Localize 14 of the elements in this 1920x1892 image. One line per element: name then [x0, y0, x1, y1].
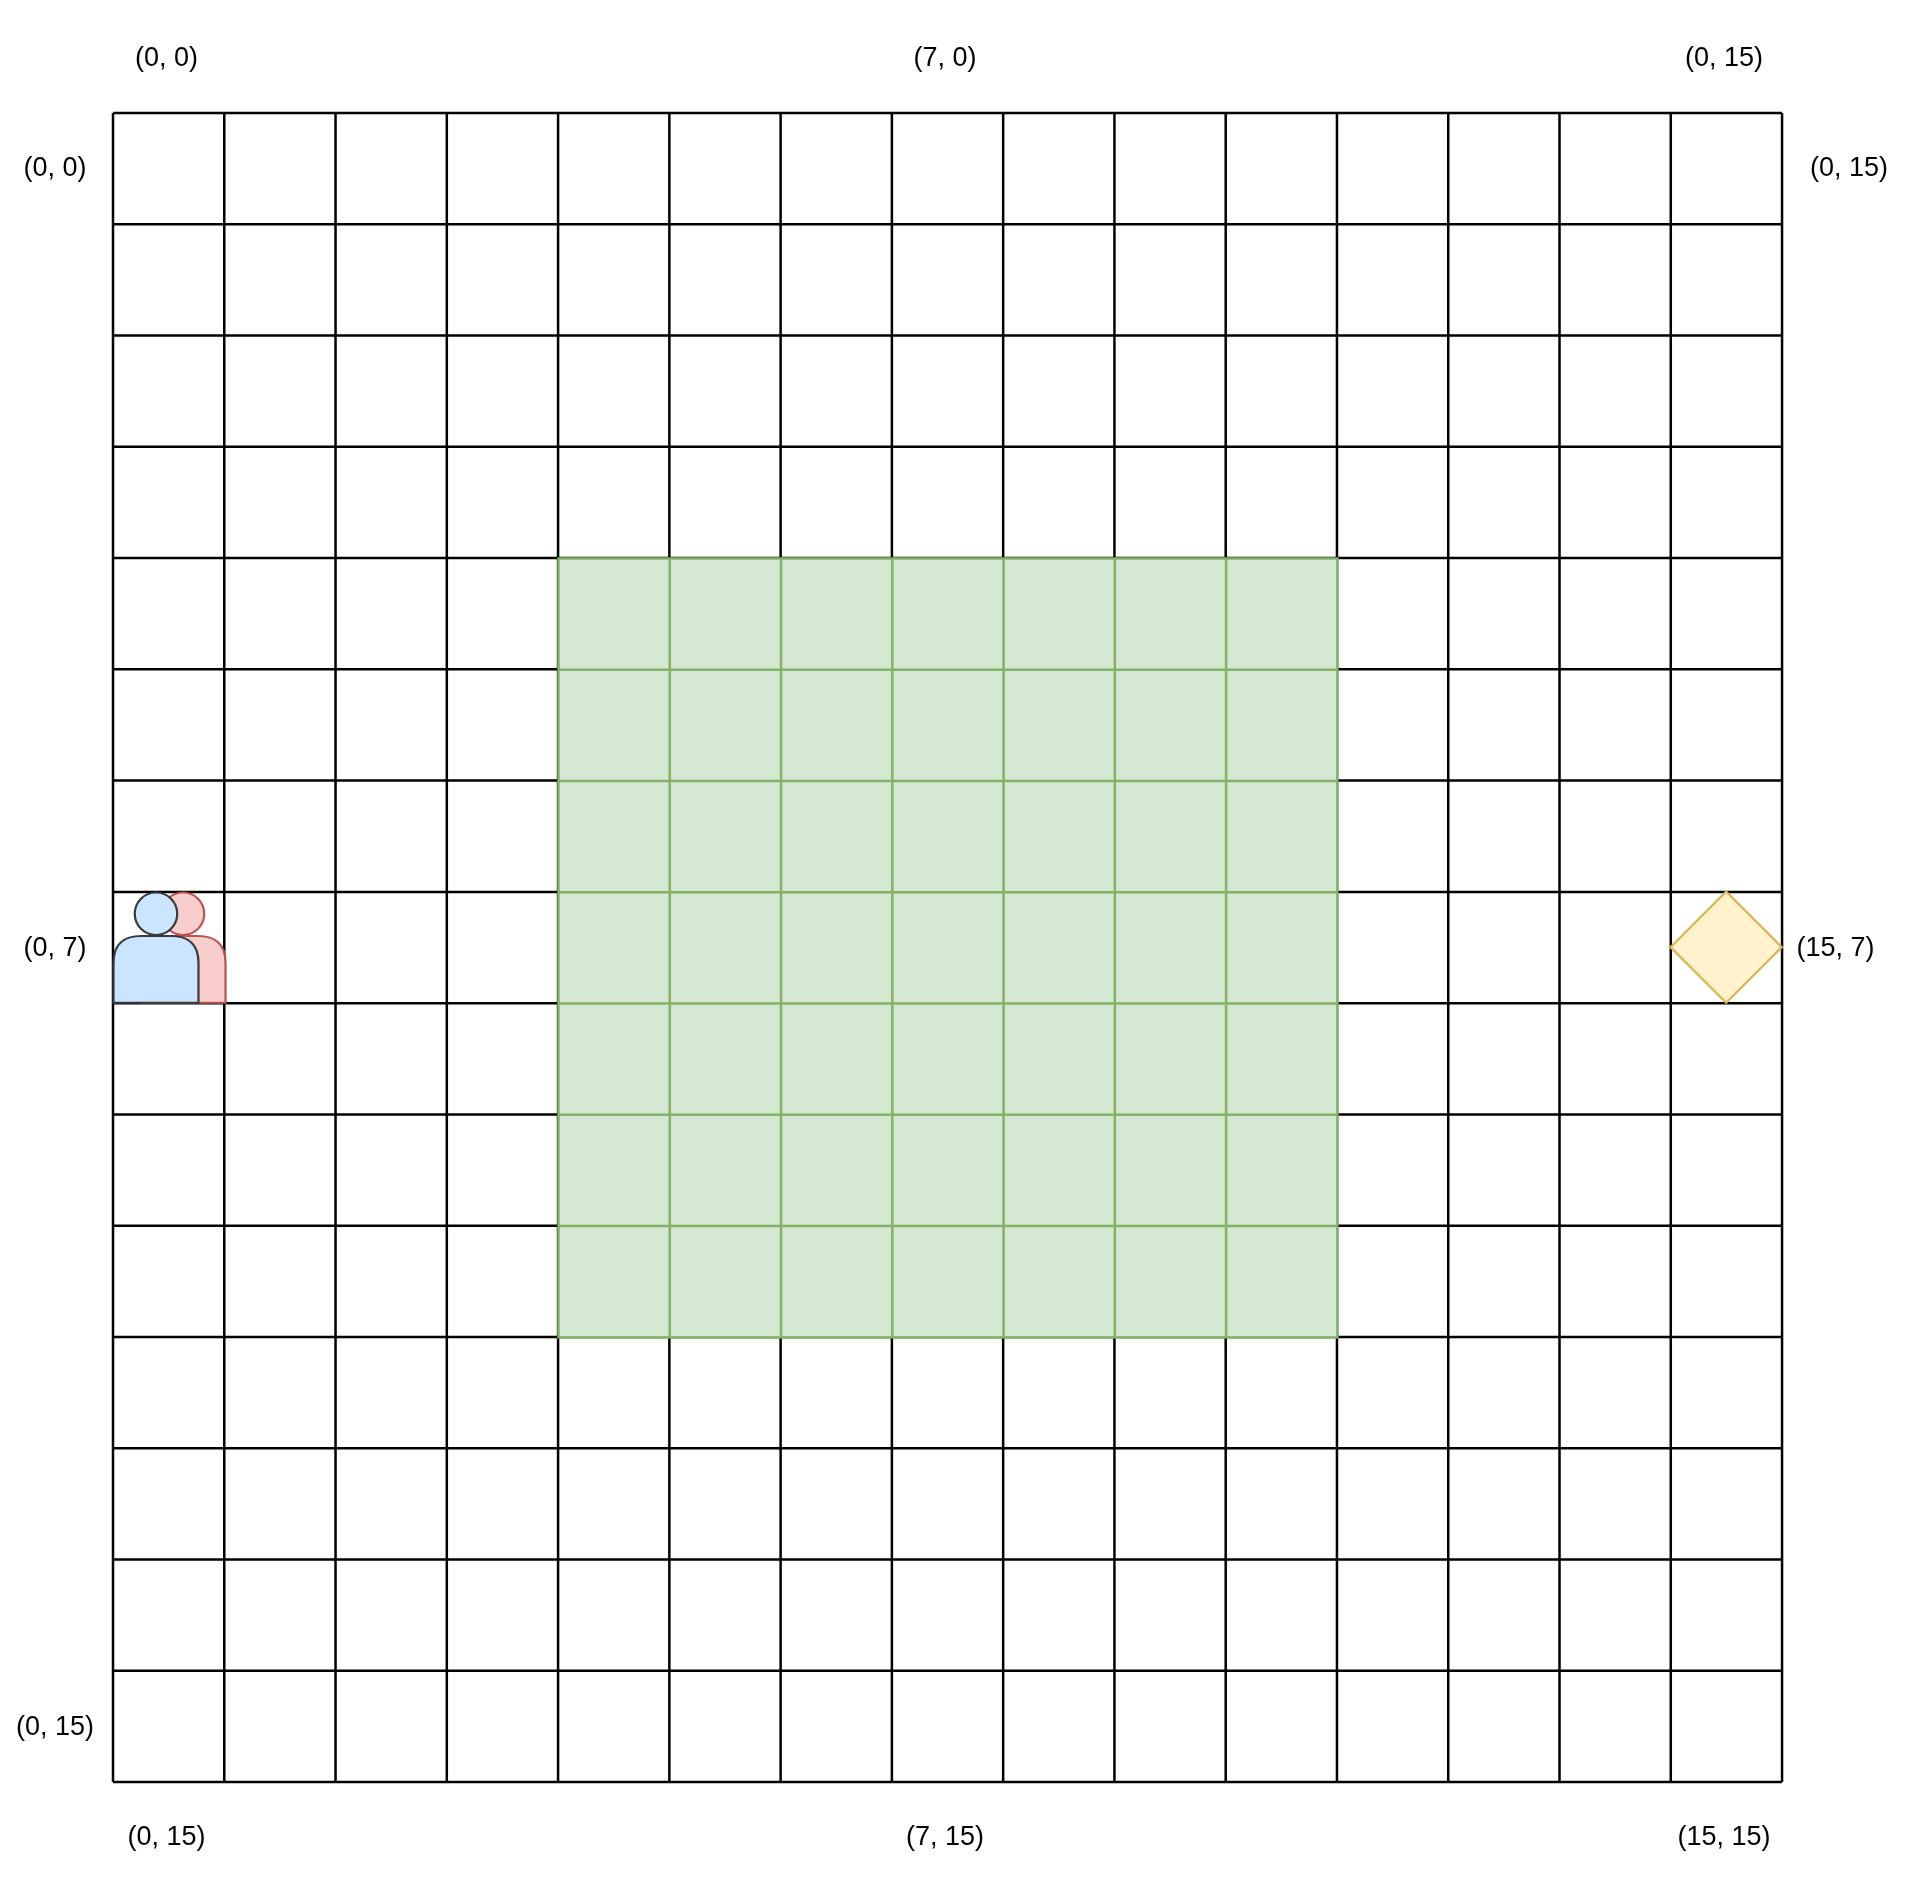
coordinate-label: (0, 15) [16, 1711, 94, 1743]
diamond-shape [1669, 890, 1784, 1005]
person-icon [111, 890, 200, 1005]
coordinate-label: (7, 15) [906, 1821, 984, 1853]
coordinate-label: (0, 0) [23, 152, 87, 184]
coordinate-label: (15, 7) [1796, 932, 1875, 964]
coordinate-label: (0, 15) [1685, 42, 1763, 73]
coordinate-label: (0, 15) [1810, 152, 1888, 184]
coordinate-label: (0, 7) [23, 932, 87, 964]
coordinate-label: (0, 0) [135, 42, 198, 73]
coordinate-label: (0, 15) [127, 1821, 206, 1853]
highlighted-region [556, 556, 1339, 1339]
coordinate-label: (15, 15) [1677, 1821, 1771, 1853]
coordinate-label: (7, 0) [913, 42, 977, 73]
